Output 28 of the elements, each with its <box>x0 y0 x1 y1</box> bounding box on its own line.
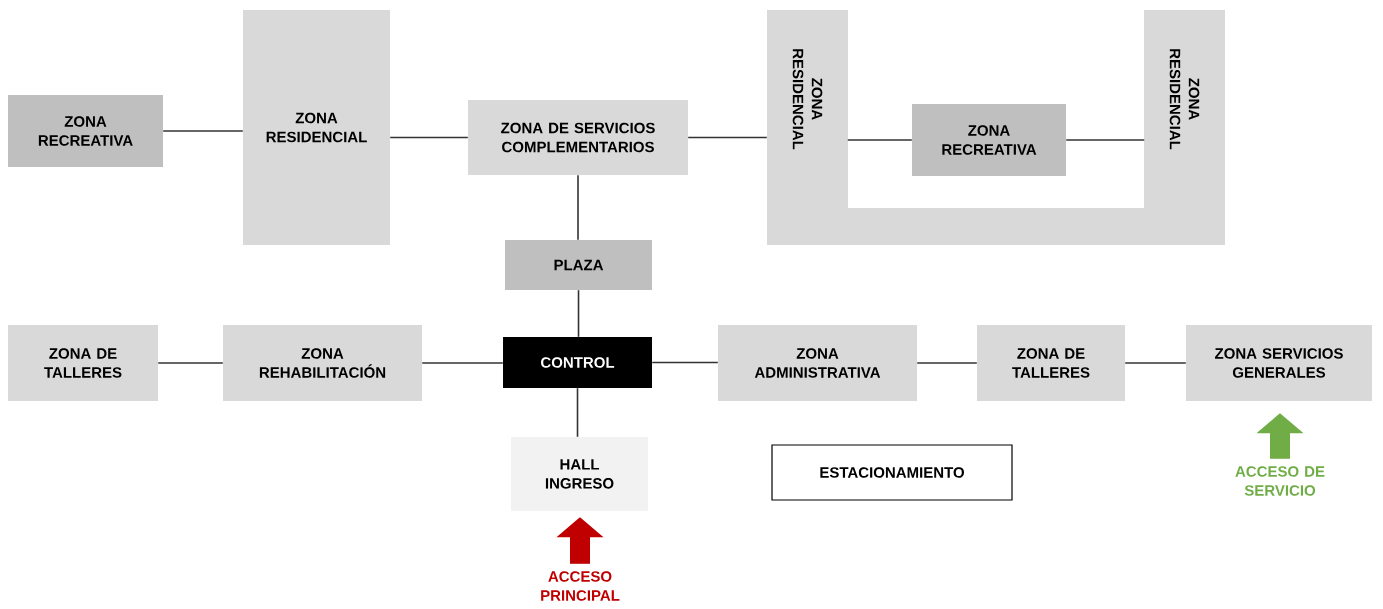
zone-box: ZONA REHABILITACIÓN <box>223 325 422 401</box>
connector-line <box>162 130 244 132</box>
connector-line <box>576 387 579 438</box>
connector-line <box>1065 139 1145 141</box>
zone-box: ZONA ADMINISTRATIVA <box>718 325 917 401</box>
connector-line <box>389 136 469 139</box>
zone-box: ESTACIONAMIENTO <box>771 444 1013 501</box>
control-box: CONTROL <box>503 337 652 388</box>
zone-box: ZONA DE TALLERES <box>8 325 158 401</box>
zone-box: PLAZA <box>505 240 652 290</box>
connector-line <box>847 139 913 141</box>
zone-box: ZONA SERVICIOS GENERALES <box>1186 325 1372 401</box>
connector-line <box>157 362 224 364</box>
connector-line <box>687 136 768 139</box>
zone-box: ZONA DE SERVICIOS COMPLEMENTARIOS <box>468 100 688 175</box>
connector-line <box>651 361 719 364</box>
connector-line <box>1124 362 1187 364</box>
access-label: ACCESO PRINCIPAL <box>541 571 620 601</box>
zone-box: ZONA RESIDENCIAL <box>243 10 390 245</box>
zone-box: ZONA DE TALLERES <box>977 325 1125 401</box>
connector-line <box>577 289 580 338</box>
connector-line <box>577 174 579 241</box>
connector-line <box>916 362 978 364</box>
zone-box: ZONA RECREATIVA <box>8 95 163 167</box>
connector-line <box>421 362 504 364</box>
zone-box: ZONA RECREATIVA <box>912 104 1066 176</box>
access-label: ACCESO DE SERVICIO <box>1235 466 1325 496</box>
zone-box: HALL INGRESO <box>511 437 648 511</box>
